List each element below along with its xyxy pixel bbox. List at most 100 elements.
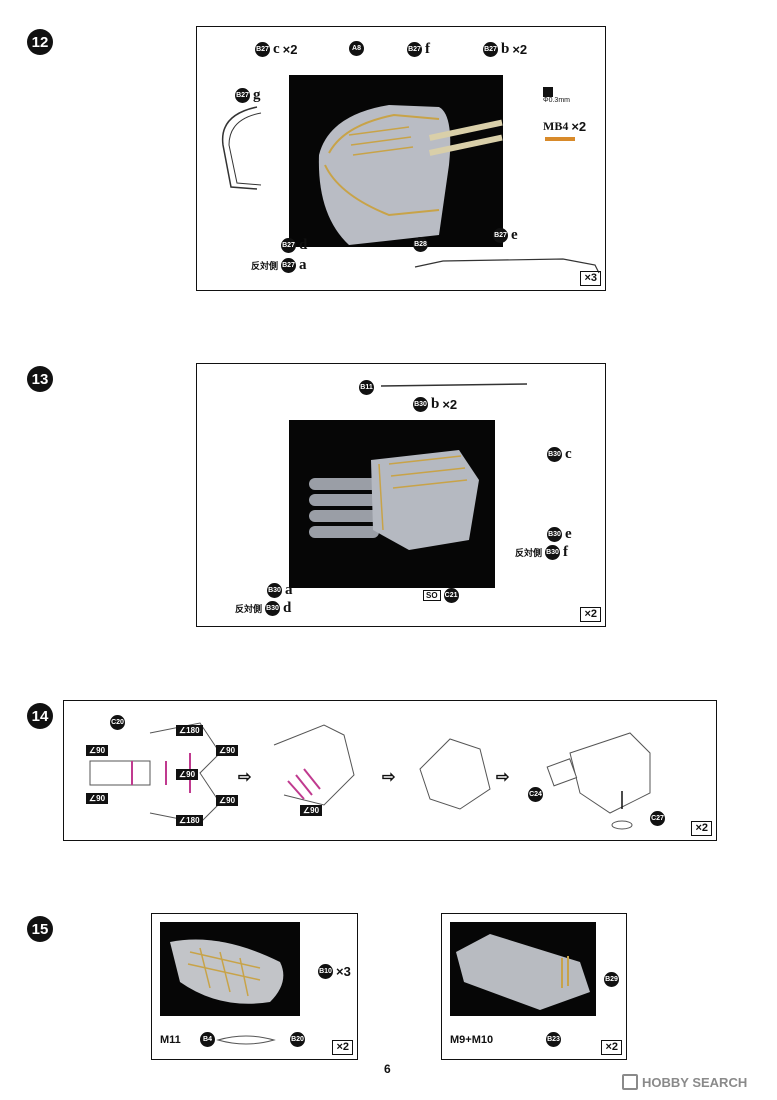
logo-icon: [622, 1074, 638, 1090]
step-12-panel: B27 c ×2 A8 B27 f B27 b ×2 B27 g Φ0.3mm …: [196, 26, 606, 291]
part-c27: C27: [650, 811, 665, 826]
part-badge: C21: [443, 588, 459, 603]
part-b27-d: B27 d: [281, 237, 307, 254]
turret-photo: [289, 75, 503, 247]
angle-90-stage: ∠90: [300, 805, 323, 816]
step-15-number: 15: [27, 916, 53, 942]
part-badge: C24: [528, 787, 543, 802]
part-badge: B27: [483, 42, 498, 57]
angle-90-left-bottom: ∠90: [86, 793, 109, 804]
part-letter: f: [425, 41, 430, 57]
part-badge: A8: [349, 41, 364, 56]
turret-render: [318, 105, 503, 245]
part-badge: B30: [547, 447, 562, 462]
part-qty: ×2: [282, 42, 298, 57]
arrow-icon: ⇨: [496, 769, 510, 786]
folded-stage-2: [419, 738, 491, 810]
part-badge: B29: [604, 972, 619, 987]
b11-drawing: [380, 383, 528, 387]
boat-render-left: [170, 939, 284, 1004]
part-b30-b: B30 b ×2: [413, 396, 457, 413]
part-badge: B27: [255, 42, 270, 57]
part-badge: B23: [546, 1032, 561, 1047]
part-b27-g: B27 g: [235, 87, 261, 104]
step-15-left-multiplier: ×2: [332, 1040, 353, 1055]
opposite-side-label: 反対側: [251, 261, 279, 271]
step-15-right-multiplier: ×2: [601, 1040, 622, 1055]
part-badge: C27: [650, 811, 665, 826]
step-14-multiplier: ×2: [691, 821, 712, 836]
part-badge: B27: [407, 42, 422, 57]
label-m9-m10: M9+M10: [450, 1034, 494, 1046]
part-badge: B20: [290, 1032, 305, 1047]
part-letter: e: [565, 526, 572, 542]
part-b27-f: B27 f: [407, 41, 430, 58]
step-15-left-panel: B10 ×3 M11 B4 B20 ×2: [151, 913, 358, 1060]
part-b28: B28: [413, 237, 428, 252]
rail-drawing: [414, 258, 600, 274]
part-b30-a: B30 a: [267, 582, 293, 599]
boat-render-right: [456, 934, 590, 1010]
part-b27-a: 反対側 B27 a: [251, 257, 307, 274]
part-badge: B28: [413, 237, 428, 252]
part-badge: B27: [493, 228, 508, 243]
b4-drawing: [216, 1035, 276, 1045]
part-letter: c: [273, 41, 280, 57]
step-12-multiplier: ×3: [580, 271, 601, 286]
folded-stage-1: [273, 724, 355, 806]
part-qty: ×2: [512, 42, 528, 57]
part-c24: C24: [528, 787, 543, 802]
part-b30-e: B30 e: [547, 526, 572, 543]
step-13-panel: B11 B30 b ×2 B30 c B30 e 反対側 B30 f B30 a…: [196, 363, 606, 627]
part-g-drawing: [221, 106, 262, 190]
part-badge: B27: [281, 258, 297, 273]
part-qty: ×3: [336, 964, 351, 979]
part-letter: g: [253, 87, 261, 103]
angle-180-top: ∠180: [176, 725, 203, 736]
wire-icon: [543, 87, 553, 97]
angle-180-bottom: ∠180: [176, 815, 203, 826]
so-mark: SO: [423, 590, 441, 601]
part-badge: C20: [110, 715, 125, 730]
part-qty: ×2: [442, 397, 458, 412]
part-letter: c: [565, 446, 572, 462]
part-b27-c: B27 c ×2: [255, 41, 298, 58]
step-14-number: 14: [27, 703, 53, 729]
part-letter: d: [283, 600, 292, 616]
label-m11: M11: [160, 1034, 181, 1046]
part-b30-c: B30 c: [547, 446, 572, 463]
folding-diagram: [89, 722, 221, 824]
watermark-logo: HOBBY SEARCH: [622, 1074, 747, 1090]
part-letter: f: [563, 544, 569, 560]
arrow-icon: ⇨: [382, 769, 396, 786]
part-b10: B10 ×3: [318, 964, 351, 979]
step-13-number: 13: [27, 366, 53, 392]
part-qty: ×2: [571, 119, 587, 134]
part-badge: B30: [545, 545, 561, 560]
part-letter: a: [285, 582, 293, 598]
step-15-right-panel: B29 M9+M10 B23 ×2: [441, 913, 627, 1060]
step-13-multiplier: ×2: [580, 607, 601, 622]
part-letter: e: [511, 227, 518, 243]
part-b29: B29: [604, 972, 619, 987]
wire-spec: Φ0.3mm: [543, 87, 570, 104]
part-b4: B4: [200, 1032, 215, 1047]
part-badge: B30: [413, 397, 428, 412]
part-badge: B27: [281, 238, 296, 253]
part-letter: a: [299, 257, 307, 273]
step-12-number: 12: [27, 29, 53, 55]
part-b30-d: 反対側 B30 d: [235, 600, 291, 617]
part-letter: d: [299, 237, 308, 253]
arrow-icon: ⇨: [238, 769, 252, 786]
angle-90-left-top: ∠90: [86, 745, 109, 756]
part-badge: B10: [318, 964, 333, 979]
part-letter: b: [431, 396, 440, 412]
angle-90-right-top: ∠90: [216, 745, 239, 756]
launcher-render: [309, 450, 479, 550]
part-badge: B30: [547, 527, 562, 542]
opposite-side-label: 反対側: [235, 604, 263, 614]
part-badge: B4: [200, 1032, 215, 1047]
part-b11: B11: [359, 380, 374, 395]
assembly-stage: [546, 732, 651, 830]
part-letter: b: [501, 41, 510, 57]
